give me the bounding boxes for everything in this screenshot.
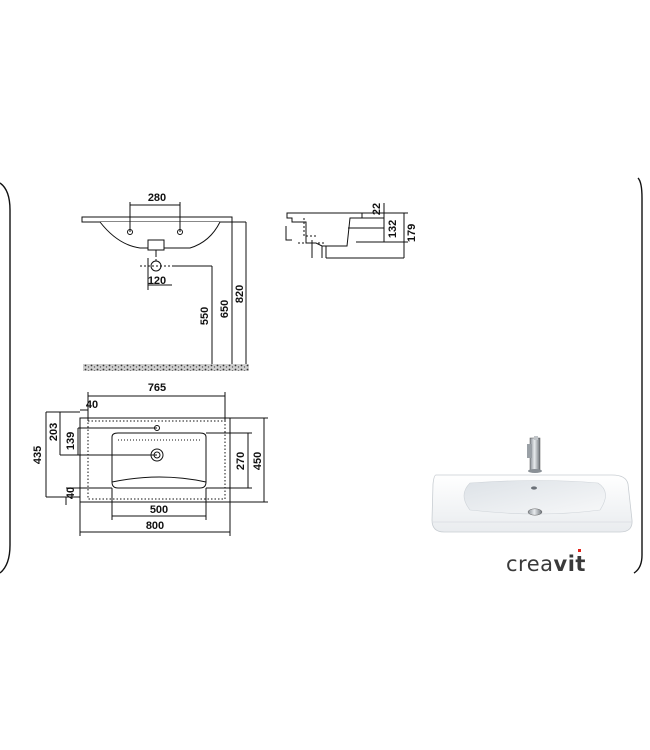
- frame-border: [0, 177, 643, 574]
- dim-22: 22: [371, 203, 383, 215]
- brand-logo-accent: [578, 549, 581, 552]
- dim-139: 139: [65, 432, 77, 450]
- dim-800: 800: [146, 520, 164, 532]
- dim-40-bottom: 40: [65, 487, 77, 499]
- brand-logo-light: crea: [506, 552, 554, 576]
- dim-270: 270: [235, 452, 247, 470]
- plan-view: [45, 392, 268, 536]
- dim-120: 120: [148, 275, 166, 287]
- dim-179: 179: [406, 224, 418, 242]
- section-view: [285, 203, 408, 259]
- dim-820: 820: [234, 285, 246, 303]
- dim-203: 203: [48, 423, 60, 441]
- side-elevation: [81, 202, 249, 371]
- dim-280: 280: [148, 192, 166, 204]
- product-photo: [431, 436, 633, 533]
- dim-550: 550: [199, 307, 211, 325]
- dim-500: 500: [150, 504, 168, 516]
- dim-435: 435: [32, 446, 44, 464]
- faucet-icon: [527, 436, 542, 473]
- brand-logo: creavit: [506, 552, 586, 576]
- dim-132: 132: [387, 220, 399, 238]
- brand-logo-bold: vit: [554, 552, 586, 576]
- dim-650: 650: [219, 300, 231, 318]
- dim-765: 765: [148, 382, 166, 394]
- dim-40-top: 40: [86, 399, 98, 411]
- dim-450: 450: [252, 452, 264, 470]
